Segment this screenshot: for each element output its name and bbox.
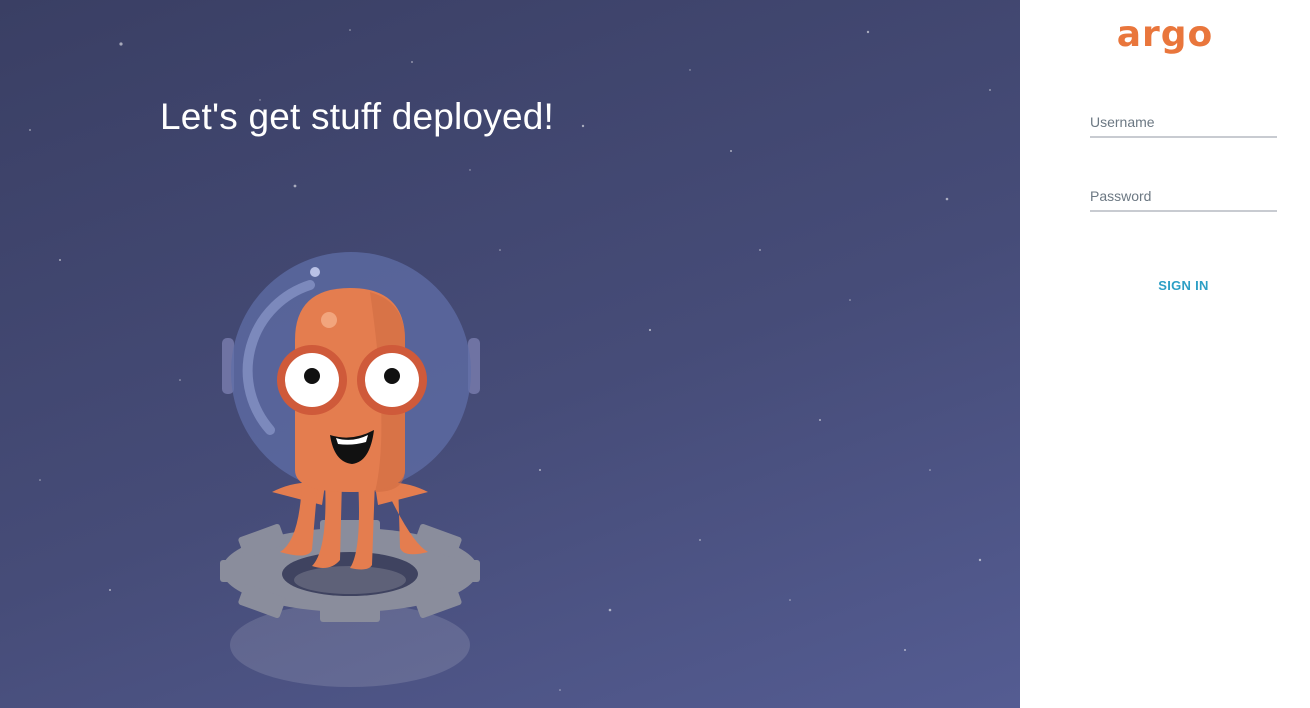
password-input[interactable]	[1090, 186, 1277, 206]
page-tagline: Let's get stuff deployed!	[160, 96, 554, 137]
sign-in-button[interactable]: SIGN IN	[1090, 274, 1277, 296]
password-field	[1090, 184, 1277, 212]
login-panel: argo SIGN IN	[1020, 0, 1310, 708]
hero-section: Let's get stuff deployed!	[0, 0, 1020, 708]
argo-octopus-astronaut-icon	[220, 252, 480, 687]
starfield-background	[0, 0, 1020, 708]
username-field	[1090, 110, 1277, 138]
argo-logo: argo	[1116, 14, 1214, 55]
username-input[interactable]	[1090, 112, 1277, 132]
